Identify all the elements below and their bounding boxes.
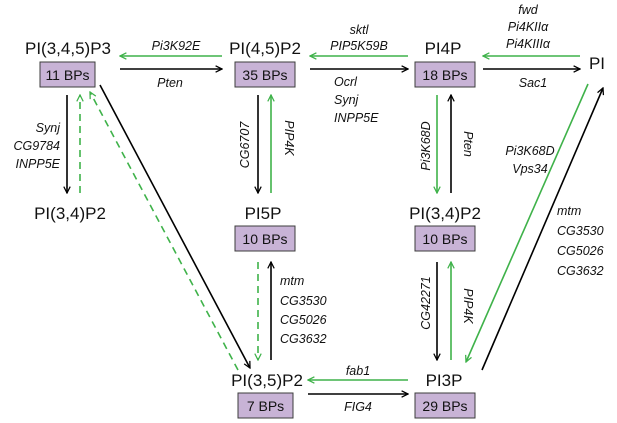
enzyme-label: PIP5K59B [330, 39, 388, 53]
node-pi45p2: PI(4,5)P2 35 BPs [229, 39, 301, 88]
binding-proteins-box [237, 392, 294, 419]
node-label: PI5P [245, 204, 282, 223]
enzyme-label: CG5026 [280, 313, 327, 327]
enzyme-label: Ocrl [334, 75, 358, 89]
binding-proteins-count: 11 BPs [45, 67, 89, 83]
enzyme-label: Synj [334, 93, 360, 107]
binding-proteins-count: 35 BPs [242, 67, 287, 83]
enzyme-label: sktl [350, 23, 370, 37]
arrow-pi3p-to-pi [481, 88, 603, 371]
enzyme-label: mtm [280, 274, 304, 288]
node-label: PI4P [425, 39, 462, 58]
node-pi4p: PI4P 18 BPs [414, 39, 476, 88]
node-label: PI3P [426, 371, 463, 390]
binding-proteins-box [234, 61, 296, 88]
enzyme-label: Pi4KIIIα [506, 37, 551, 51]
enzyme-label: Pten [157, 76, 183, 90]
node-label: PI(3,4,5)P3 [25, 39, 111, 58]
binding-proteins-box [234, 225, 296, 252]
binding-proteins-box [414, 392, 476, 419]
enzyme-label: PIP4K [282, 120, 296, 156]
binding-proteins-box [39, 61, 96, 88]
binding-proteins-box [414, 225, 476, 252]
binding-proteins-box [414, 61, 476, 88]
enzyme-label: CG42271 [419, 276, 433, 330]
enzyme-label: Pi4KIIα [508, 20, 549, 34]
node-pi3p: PI3P 29 BPs [414, 371, 476, 419]
enzyme-label: CG5026 [557, 244, 604, 258]
node-label: PI [589, 54, 605, 73]
enzyme-label: INPP5E [16, 157, 61, 171]
enzyme-label: CG3632 [280, 332, 327, 346]
arrow-pi35p2-to-pip3 [89, 92, 239, 371]
enzyme-label: Pi3K68D [505, 144, 554, 158]
enzyme-label: mtm [557, 204, 581, 218]
enzyme-label: FIG4 [344, 400, 372, 414]
enzyme-label: fwd [518, 3, 539, 17]
enzyme-label: fab1 [346, 364, 370, 378]
enzyme-label: Synj [36, 121, 62, 135]
enzyme-label: CG3530 [557, 224, 604, 238]
enzyme-label: CG3632 [557, 264, 604, 278]
enzyme-label: CG6707 [238, 121, 252, 169]
node-pi34p2-right: PI(3,4)P2 10 BPs [409, 204, 481, 252]
enzyme-label: Pi3K92E [152, 39, 201, 53]
binding-proteins-count: 10 BPs [422, 231, 467, 247]
node-pi34p2-left: PI(3,4)P2 [34, 204, 106, 223]
binding-proteins-count: 7 BPs [247, 398, 284, 414]
enzyme-label: Pi3K68D [419, 121, 433, 170]
arrow-pi-to-pi3p [466, 83, 589, 362]
enzyme-label: PIP4K [461, 288, 475, 324]
arrow-pip3-to-pi35p2 [99, 84, 251, 368]
enzyme-label: Sac1 [519, 76, 548, 90]
enzyme-label: CG3530 [280, 294, 327, 308]
node-pi5p: PI5P 10 BPs [234, 204, 296, 252]
binding-proteins-count: 10 BPs [242, 231, 287, 247]
node-label: PI(3,4)P2 [409, 204, 481, 223]
enzyme-label: Vps34 [512, 162, 547, 176]
node-pip3: PI(3,4,5)P3 11 BPs [25, 39, 111, 88]
node-label: PI(4,5)P2 [229, 39, 301, 58]
node-pi35p2: PI(3,5)P2 7 BPs [231, 371, 303, 419]
node-label: PI(3,5)P2 [231, 371, 303, 390]
enzyme-label: Pten [461, 131, 475, 157]
enzyme-label: INPP5E [334, 111, 379, 125]
enzyme-label: CG9784 [13, 139, 60, 153]
node-label: PI(3,4)P2 [34, 204, 106, 223]
node-pi: PI [589, 54, 605, 73]
binding-proteins-count: 29 BPs [422, 398, 467, 414]
binding-proteins-count: 18 BPs [422, 67, 467, 83]
